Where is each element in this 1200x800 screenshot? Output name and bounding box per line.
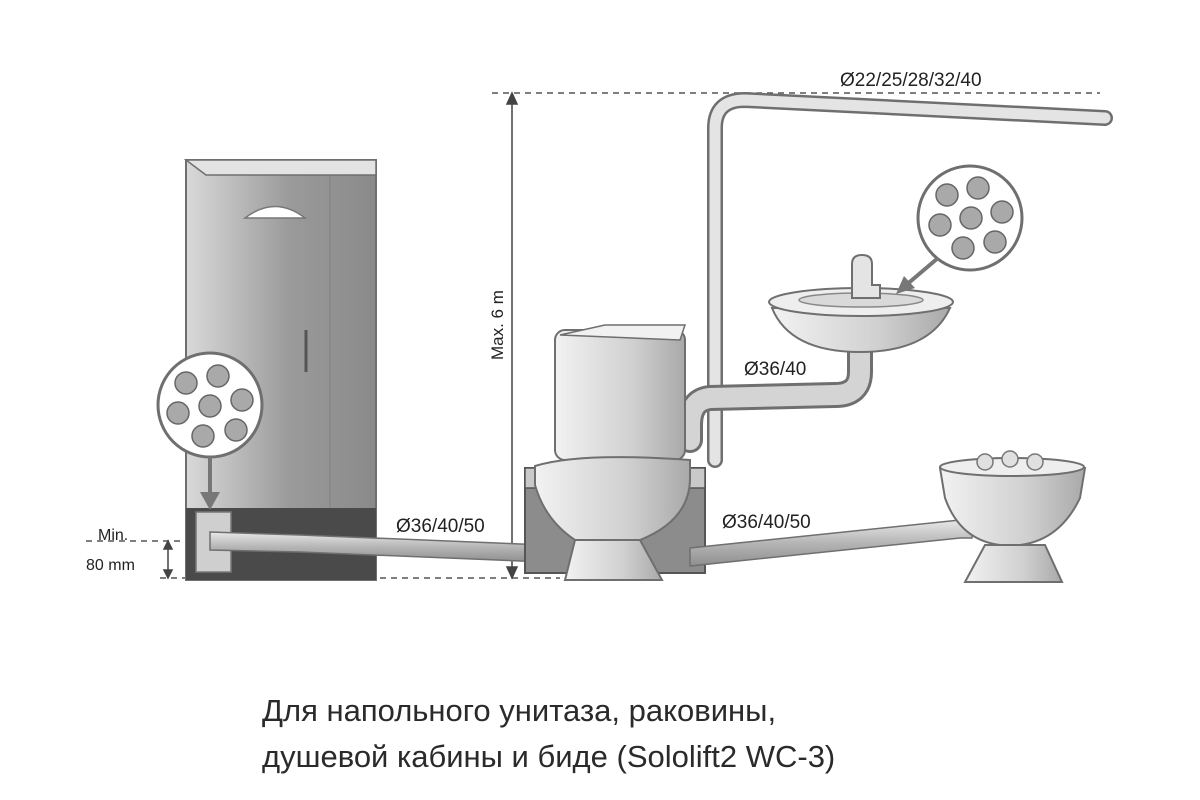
pipe-top-label: Ø22/25/28/32/40: [840, 70, 982, 91]
caption-line-1: Для напольного унитаза, раковины,: [262, 693, 777, 728]
pipe-shower-label: Ø36/40/50: [396, 516, 485, 537]
min-height-label-line2: 80 mm: [86, 557, 135, 574]
max-height-label: Max. 6 m: [488, 290, 507, 360]
min-height-arrow: [162, 539, 174, 580]
arrow-down-icon: [200, 492, 220, 510]
pipe-bidet-label: Ø36/40/50: [722, 512, 811, 533]
max-height-arrow: [505, 91, 519, 580]
discharge-pipe: [707, 91, 1113, 468]
bidet: [938, 450, 1087, 583]
caption: Для напольного унитаза, раковины, душево…: [262, 688, 1022, 780]
sink-strainer-detail: [896, 164, 1024, 294]
faucet-icon: [851, 253, 881, 299]
arrow-diagonal-icon: [896, 276, 915, 294]
min-height-label-line1: Min.: [98, 527, 128, 544]
pipe-sink-label: Ø36/40: [744, 359, 806, 380]
toilet: [524, 324, 706, 581]
shower-head-icon: [242, 205, 308, 219]
caption-line-2: душевой кабины и биде (Sololift2 WC-3): [262, 739, 836, 774]
sink: [768, 253, 954, 354]
pipe-sink: [677, 332, 873, 453]
shower-strainer-detail: [156, 351, 264, 510]
